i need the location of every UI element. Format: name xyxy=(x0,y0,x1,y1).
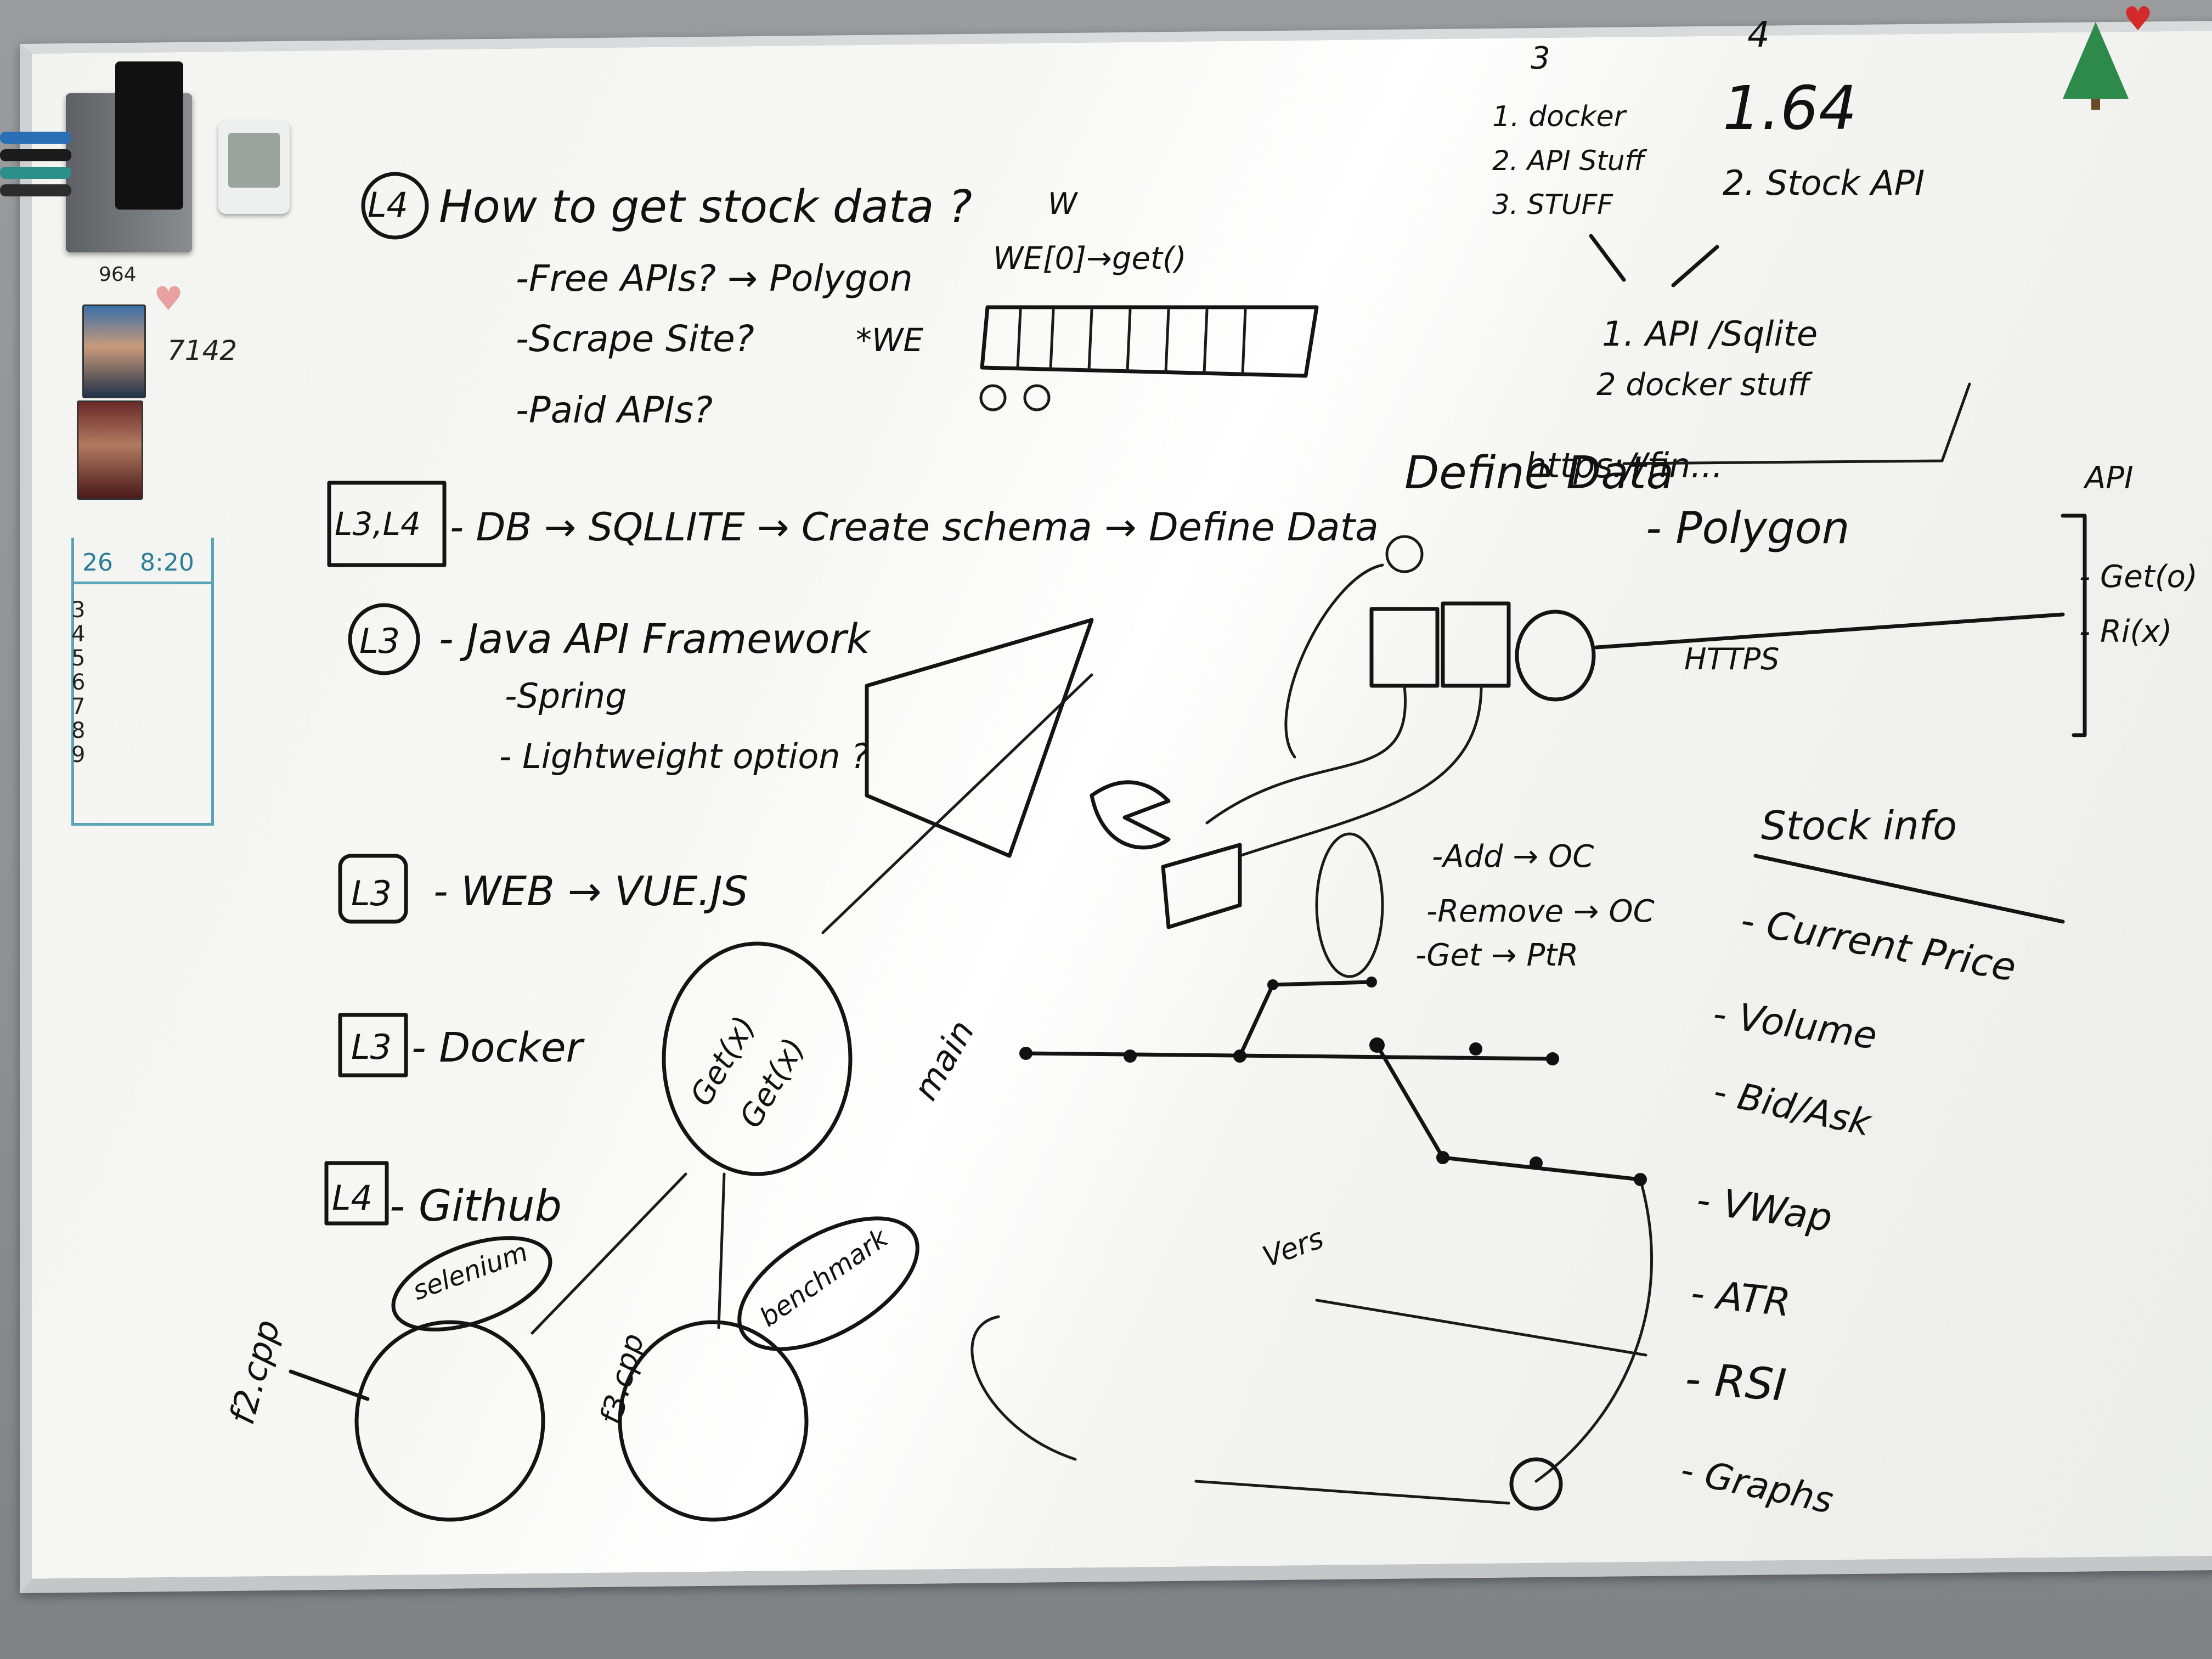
fridge-note-964: 964 xyxy=(99,263,137,286)
polygon-text: - Polygon xyxy=(1646,503,1849,554)
row-github-text: - Github xyxy=(390,1182,562,1231)
stock-info-bid-ask: - Bid/Ask xyxy=(1710,1070,1876,1144)
row-github: L4 - Github xyxy=(324,1161,562,1231)
left-lane-box xyxy=(71,538,214,826)
label-l4: L4 xyxy=(368,185,408,225)
paid-text: -Paid APIs? xyxy=(516,389,713,431)
java-sub-spring: -Spring xyxy=(505,676,627,716)
stock-data-question: L4 How to get stock data ? -Free APIs? →… xyxy=(361,172,972,431)
lane-number: 7 xyxy=(71,694,86,719)
marker-black xyxy=(0,149,71,161)
eraser xyxy=(115,61,183,210)
lane-number: 6 xyxy=(71,670,86,695)
stock-info-title: Stock info xyxy=(1761,803,1957,849)
server-sketch xyxy=(1090,535,1596,929)
api-box-title: API xyxy=(2083,460,2134,496)
col4-header: 4 xyxy=(1747,15,1770,55)
url-text: https://fin... xyxy=(1525,445,1723,486)
thermometer xyxy=(218,121,290,214)
lane-number: 8 xyxy=(71,718,86,743)
stock-info-atr: - ATR xyxy=(1689,1270,1792,1325)
row-github-tag: L4 xyxy=(332,1178,373,1218)
graph-f3cpp: f3.cpp xyxy=(594,1330,651,1428)
row-docker: L3 - Docker xyxy=(338,1013,585,1077)
col3-item-2: 2. API Stuff xyxy=(1492,145,1647,177)
row-java: L3 - Java API Framework -Spring - Lightw… xyxy=(348,603,872,776)
lane-number: 4 xyxy=(71,622,86,647)
row-docker-tag: L3 xyxy=(351,1027,392,1067)
row-web-text: - WEB → VUE.JS xyxy=(433,868,748,915)
stock-info-volume: - Volume xyxy=(1711,992,1880,1058)
merged-item-2: 2 docker stuff xyxy=(1596,367,1813,403)
vers-label: Vers xyxy=(1259,1222,1328,1274)
stock-info-list: Stock info - Current Price - Volume - Bi… xyxy=(1677,803,2065,1522)
row-db-tag: L3,L4 xyxy=(335,505,421,543)
fridge-note-7142: 7142 xyxy=(167,335,238,366)
branch-op-add: -Add → OC xyxy=(1432,839,1594,874)
api-box-get: - Get(o) xyxy=(2079,559,2198,595)
we-label: *WE xyxy=(856,321,923,359)
lane-number: 5 xyxy=(71,646,86,671)
lane-number: 3 xyxy=(71,597,86,623)
scrape-text: -Scrape Site? xyxy=(516,318,754,360)
define-data: Define Data xyxy=(1404,447,1674,499)
row-java-tag: L3 xyxy=(359,621,400,661)
api-box-ri: - Ri(x) xyxy=(2079,614,2172,650)
question-text: How to get stock data ? xyxy=(439,181,972,233)
row-docker-text: - Docker xyxy=(411,1024,585,1071)
stock-info-current-price: - Current Price xyxy=(1737,898,2019,990)
row-web-tag: L3 xyxy=(351,873,392,913)
col4-item-2: 2. Stock API xyxy=(1723,163,1925,203)
merged-item-1: 1. API /Sqlite xyxy=(1602,314,1818,354)
marker-black-2 xyxy=(0,184,71,196)
row-java-text: - Java API Framework xyxy=(439,616,872,663)
marker-teal xyxy=(0,167,71,179)
main-label: main xyxy=(905,1013,983,1107)
branch-op-remove: -Remove → OC xyxy=(1426,894,1655,929)
col3-item-3: 3. STUFF xyxy=(1492,189,1613,221)
photo-1 xyxy=(82,304,146,398)
col3-header: 3 xyxy=(1531,41,1550,76)
stock-info-vwap: - VWap xyxy=(1694,1177,1835,1241)
lane-header-left: 26 xyxy=(82,549,113,577)
graph-f2cpp: f2.cpp xyxy=(222,1316,288,1429)
marker-blue xyxy=(0,132,71,144)
lane-numbers: 3 4 5 6 7 8 9 xyxy=(71,598,93,767)
tree-icon xyxy=(2063,22,2129,110)
we-call: WE[0]→get() xyxy=(993,241,1187,276)
col3-item-1: 1. docker xyxy=(1492,100,1628,133)
plan-columns: 3 4 1. docker 2. API Stuff 3. STUFF 1.64… xyxy=(1404,15,2198,737)
w-label: W xyxy=(1048,187,1079,221)
https-label: HTTPS xyxy=(1684,642,1779,676)
heart-icon: ♥ xyxy=(154,280,183,318)
free-apis-text: -Free APIs? → Polygon xyxy=(516,257,913,300)
heart-icon: ♥ xyxy=(2123,0,2153,38)
stock-info-graphs: - Graphs xyxy=(1677,1448,1837,1522)
lane-header-right: 8:20 xyxy=(140,549,194,577)
branch-op-get: -Get → PtR xyxy=(1415,938,1578,973)
lane-number: 9 xyxy=(71,742,86,768)
row-db: L3,L4 - DB → SQLLITE → Create schema → D… xyxy=(327,481,1379,567)
graph-selenium: selenium xyxy=(409,1237,532,1306)
java-sub-lightweight: - Lightweight option ? xyxy=(499,736,869,776)
row-db-text: - DB → SQLLITE → Create schema → Define … xyxy=(450,505,1379,550)
graph-benchmark: benchmark xyxy=(754,1222,895,1333)
row-web: L3 - WEB → VUE.JS xyxy=(338,854,748,924)
col4-item-1: 1.64 xyxy=(1723,73,1857,143)
git-branches: -Add → OC -Remove → OC -Get → PtR main V… xyxy=(905,832,1655,1511)
array-sketch: W WE[0]→get() *WE xyxy=(856,187,1319,411)
stock-info-rsi: - RSI xyxy=(1684,1353,1788,1411)
photo-2 xyxy=(77,400,143,500)
